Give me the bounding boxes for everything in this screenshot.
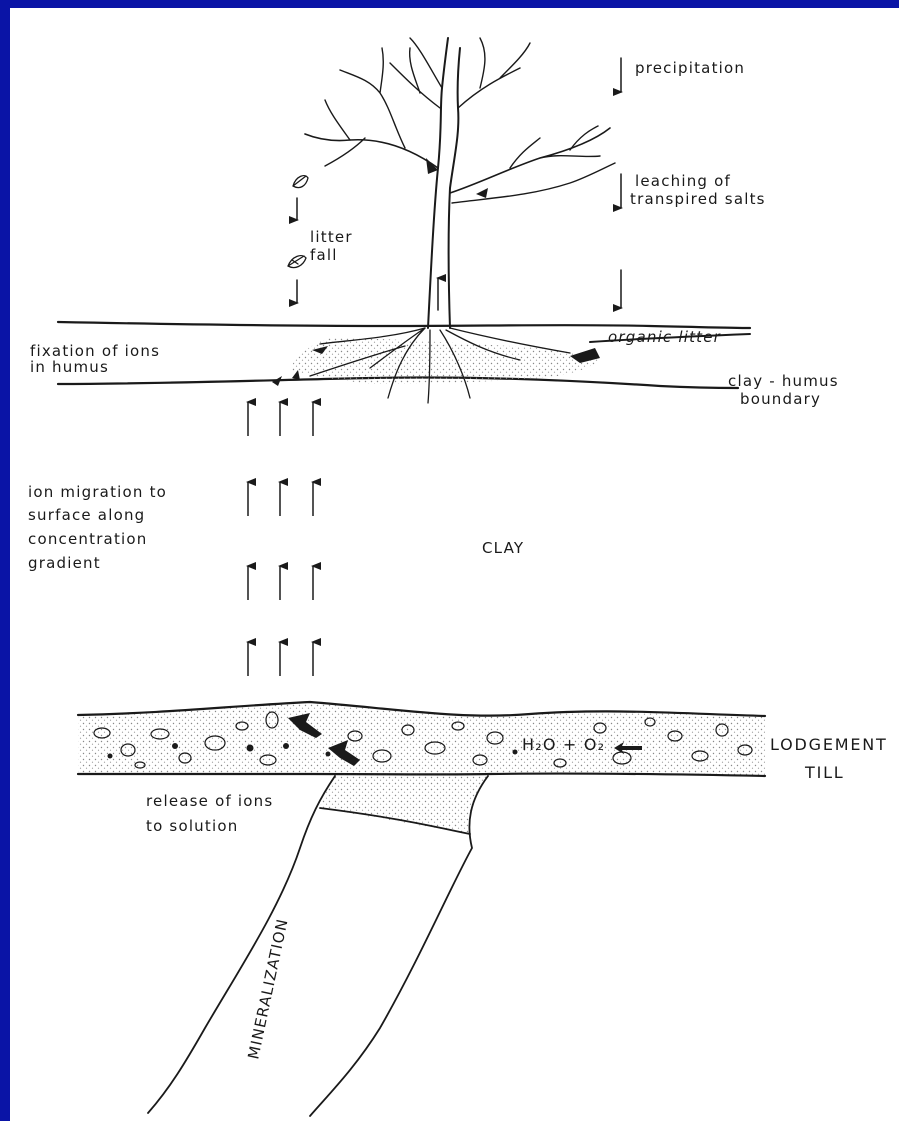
label-migration-1: ion migration to — [28, 483, 167, 501]
label-lodgement: LODGEMENT — [770, 735, 888, 754]
diagram-frame: precipitation leaching of transpired sal… — [10, 8, 899, 1121]
label-precipitation: precipitation — [635, 59, 745, 77]
litter-fall — [288, 176, 308, 303]
label-leaching-1: leaching of — [635, 172, 731, 190]
label-migration-3: concentration — [28, 530, 148, 548]
tree — [305, 38, 615, 328]
diagram-labels: precipitation leaching of transpired sal… — [28, 59, 888, 1061]
label-litter-1: litter — [310, 228, 353, 246]
label-mineralization: MINERALIZATION — [244, 917, 291, 1061]
precipitation-arrows — [438, 58, 621, 310]
label-migration-2: surface along — [28, 506, 145, 524]
label-clay: CLAY — [482, 539, 524, 557]
label-release-1: release of ions — [146, 792, 273, 810]
label-till: TILL — [804, 763, 845, 782]
label-organic-litter: organic litter — [608, 328, 721, 346]
label-migration-4: gradient — [28, 554, 101, 572]
label-reaction: H₂O + O₂ — [522, 735, 605, 754]
label-clay-humus-1: clay - humus — [728, 372, 839, 390]
label-release-2: to solution — [146, 817, 238, 835]
label-fixation-2: in humus — [30, 358, 109, 376]
label-clay-humus-2: boundary — [740, 390, 821, 408]
soil-ion-migration-diagram: precipitation leaching of transpired sal… — [10, 8, 899, 1121]
label-leaching-2: transpired salts — [630, 190, 766, 208]
label-litter-2: fall — [310, 246, 338, 264]
ion-migration-arrows — [248, 370, 313, 676]
lodgement-till — [78, 702, 765, 776]
